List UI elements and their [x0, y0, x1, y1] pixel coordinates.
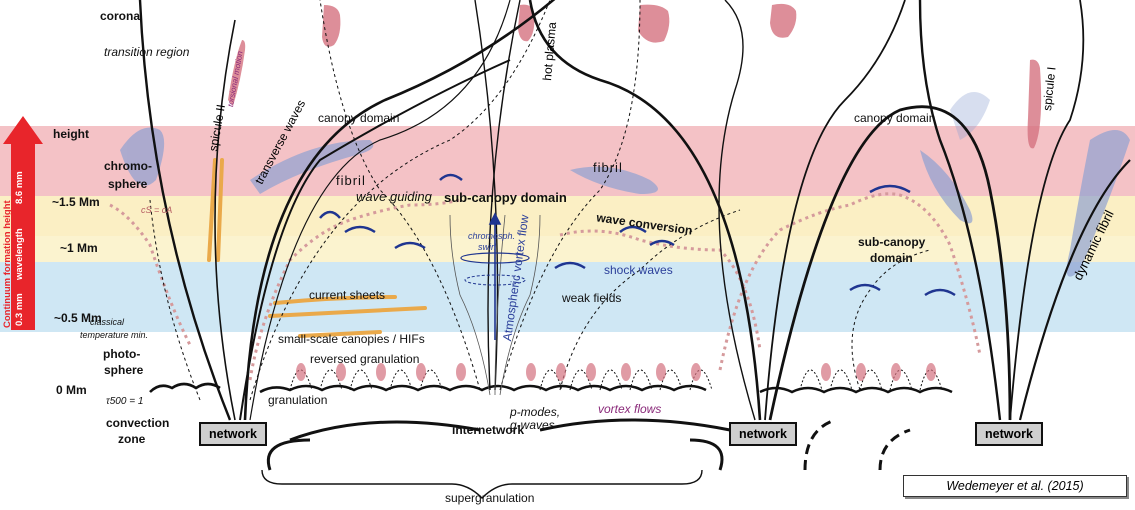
subcanopy-center-label: sub-canopy domain: [444, 191, 567, 205]
convection-label-2: zone: [118, 433, 145, 446]
height-1-5-label: ~1.5 Mm: [52, 196, 100, 209]
height-1-label: ~1 Mm: [60, 242, 98, 255]
axis-wl-high: 8.6 mm: [14, 171, 25, 204]
axis-title: Continuum formation height: [2, 200, 13, 328]
network-mid-box: network: [729, 422, 797, 446]
photosphere-label-2: sphere: [104, 364, 143, 377]
reversed-granulation-label: reversed granulation: [310, 353, 419, 366]
corona-label: corona: [100, 10, 140, 23]
fibril-right-label: fibril: [593, 161, 623, 175]
wave-guiding-label: wave guiding: [356, 190, 432, 204]
classical-label: classical: [90, 318, 124, 328]
height-0-label: 0 Mm: [56, 384, 87, 397]
network-left-box: network: [199, 422, 267, 446]
current-sheets-label: current sheets: [309, 289, 385, 302]
fibril-left-label: fibril: [336, 174, 366, 188]
granulation-label: granulation: [268, 394, 327, 407]
mid-yellow-band: [0, 236, 1135, 262]
small-scale-label: small-scale canopies / HIFs: [278, 333, 425, 346]
vortex-flows-label: vortex flows: [598, 403, 661, 416]
axis-wl-mid: wavelength: [14, 228, 25, 280]
tau-label: τ500 = 1: [106, 396, 143, 407]
transition-region-label: transition region: [104, 46, 189, 59]
chromosphere-label-1: chromo-: [104, 160, 152, 173]
return-flow-arrows: [805, 420, 910, 470]
photosphere-label-1: photo-: [103, 348, 140, 361]
internetwork-label: internetwork: [452, 424, 524, 437]
chromo-swirl-label-1: chromosph.: [468, 232, 515, 242]
network-right-box: network: [975, 422, 1043, 446]
temp-min-label: temperature min.: [80, 331, 148, 341]
weak-fields-label: weak fields: [562, 292, 621, 305]
citation-box: Wedemeyer et al. (2015): [903, 475, 1127, 497]
axis-wl-low: 0.3 mm: [14, 293, 25, 326]
chromo-swirl-label-2: swirl: [478, 243, 496, 253]
height-label: height: [53, 128, 89, 141]
canopy-domain-left: canopy domain: [318, 112, 399, 125]
supergranulation-label: supergranulation: [445, 492, 534, 505]
chromosphere-label-2: sphere: [108, 178, 147, 191]
canopy-domain-right: canopy domain: [854, 112, 935, 125]
convection-label-1: convection: [106, 417, 169, 430]
subcanopy-right-label-2: domain: [870, 252, 913, 265]
cs-ca-label: cS = cA: [141, 206, 172, 216]
subcanopy-right-label-1: sub-canopy: [858, 236, 925, 249]
shock-waves-label: shock waves: [604, 264, 673, 277]
